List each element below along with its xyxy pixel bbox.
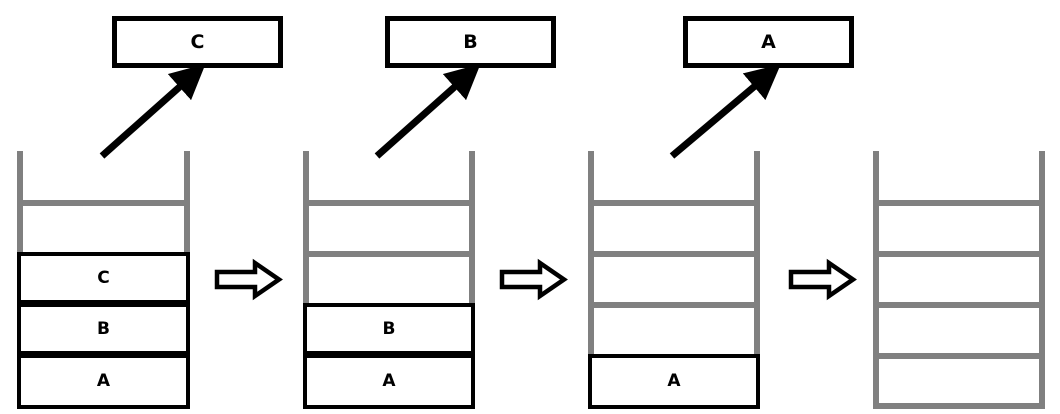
stack-cell-label: A — [667, 371, 681, 391]
stack-cell-filled: A — [588, 354, 760, 409]
step-arrow-2 — [499, 258, 568, 301]
stack-cell-filled: C — [17, 252, 190, 304]
stack-cell-label: A — [96, 371, 111, 391]
popped-box-label: C — [190, 30, 205, 53]
popped-box-stage-3: A — [683, 16, 854, 68]
step-arrow-3 — [788, 258, 857, 301]
popped-box-label: A — [761, 30, 776, 53]
stack-slot-empty — [873, 200, 1045, 252]
stack-rail-left — [303, 151, 309, 303]
stack-rail-right — [469, 151, 475, 303]
popped-box-stage-2: B — [385, 16, 556, 68]
stack-slot-empty — [303, 251, 475, 303]
stack-cell-filled: B — [303, 303, 475, 355]
stack-slot-empty — [17, 200, 190, 252]
step-arrow-1 — [214, 258, 283, 301]
stack-stage-4 — [873, 151, 1045, 409]
stack-slot-empty — [873, 353, 1045, 405]
stack-cell-filled: B — [17, 303, 190, 355]
pop-arrow-stage-3 — [669, 64, 781, 159]
stack-stage-3: A — [588, 151, 760, 409]
stack-cell-filled: A — [303, 354, 475, 409]
pop-arrow-stage-1 — [99, 63, 206, 159]
stack-rail-left — [873, 151, 879, 409]
stack-slot-empty — [873, 251, 1045, 303]
stack-slot-empty — [588, 302, 760, 354]
stack-cell-filled: A — [17, 354, 190, 409]
stack-slot-empty — [873, 302, 1045, 354]
stack-cell-label: C — [97, 267, 110, 288]
stack-cell-label: B — [97, 318, 110, 339]
stack-slot-empty — [303, 200, 475, 252]
pop-arrow-stage-2 — [374, 63, 481, 159]
stack-stage-1: C B A — [17, 151, 190, 409]
stack-slot-empty — [873, 403, 1045, 409]
popped-box-label: B — [463, 30, 478, 53]
stack-slot-empty — [588, 200, 760, 252]
stack-cell-label: B — [382, 318, 396, 339]
stack-slot-empty — [588, 251, 760, 303]
stack-stage-2: B A — [303, 151, 475, 409]
stack-rail-right — [1039, 151, 1045, 409]
stack-cell-label: A — [382, 371, 396, 391]
